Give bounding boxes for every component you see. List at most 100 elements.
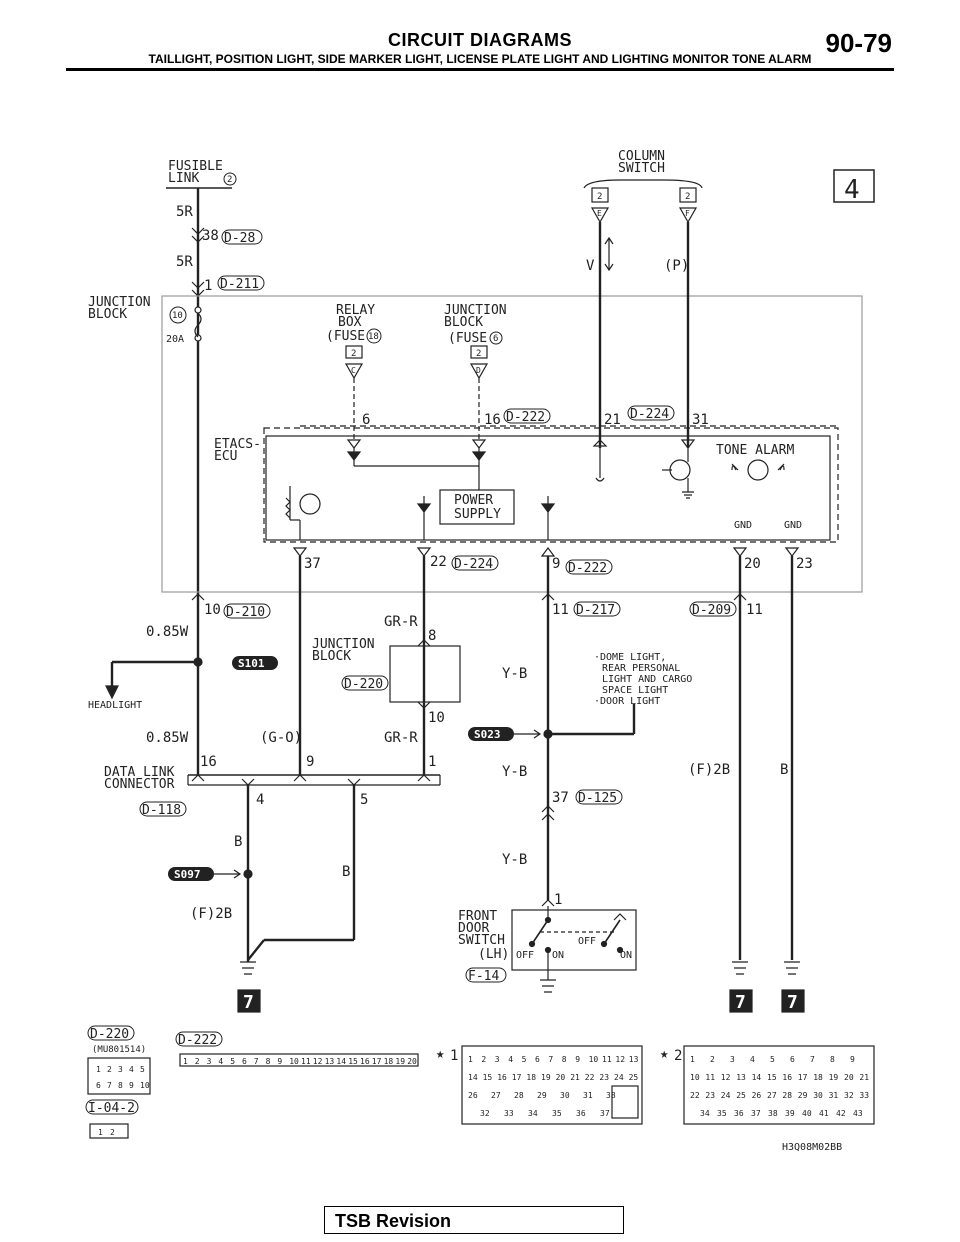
- page-title: CIRCUIT DIAGRAMS: [388, 30, 572, 50]
- d222-pin: 7: [254, 1057, 259, 1066]
- i042-pin: 2: [110, 1128, 115, 1137]
- star1-pin38: [611, 1085, 639, 1119]
- connector-code-pill: [503, 408, 551, 424]
- page-subtitle: TAILLIGHT, POSITION LIGHT, SIDE MARKER L…: [148, 52, 812, 66]
- transistor-2: [299, 493, 321, 515]
- star-ref: 2: [674, 1048, 682, 1064]
- jb-fuse-fuse: (FUSE: [448, 331, 487, 346]
- wire-label: (F)2B: [688, 762, 730, 778]
- dlc-pin: [241, 778, 255, 786]
- connector-code-pill: [341, 675, 389, 691]
- d222-pin: 1: [183, 1057, 188, 1066]
- wire-label: 5R: [176, 204, 193, 220]
- connector-code: D-222: [178, 1033, 217, 1048]
- splice-pill: [168, 867, 214, 881]
- pin-letter: E: [597, 209, 602, 218]
- switch-contact: [600, 940, 608, 948]
- sheet-number: 4: [844, 175, 860, 205]
- wire-label: 0.85W: [146, 624, 189, 640]
- star1-pin: 32: [480, 1109, 490, 1118]
- tone-alarm-label: TONE ALARM: [716, 443, 794, 458]
- star2-pin: 24: [721, 1091, 731, 1100]
- connector-code-pill: [221, 229, 263, 245]
- pin-number: 9: [306, 754, 314, 770]
- star-ref: 1: [450, 1048, 458, 1064]
- gnd-label: GND: [784, 520, 802, 531]
- connector-code-pill: [465, 967, 507, 983]
- wire-label: 5R: [176, 254, 193, 270]
- header-rule: [66, 68, 894, 71]
- off-label: OFF: [578, 936, 596, 947]
- d222-pin: 12: [313, 1057, 323, 1066]
- star1-pin: 28: [514, 1091, 524, 1100]
- connector-code-pill: [87, 1025, 135, 1041]
- switch-contact: [544, 916, 552, 924]
- star1-pin: 9: [575, 1055, 580, 1064]
- star2-pin: 34: [700, 1109, 710, 1118]
- splice-dot: [243, 869, 253, 879]
- pin-triangle: [540, 547, 556, 557]
- connector-chevron: [541, 593, 555, 601]
- star1-pin: 13: [629, 1055, 639, 1064]
- connector-chevron: [417, 701, 431, 709]
- connector-chevron: [613, 913, 627, 921]
- star2-pin: 4: [750, 1055, 755, 1064]
- column-switch-label: SWITCH: [618, 161, 665, 176]
- d220-pin: 4: [129, 1065, 134, 1074]
- buzzer-curves: [731, 465, 785, 471]
- pin-number: 1: [204, 278, 212, 294]
- star2-pin: 11: [705, 1073, 715, 1082]
- box-pin: [470, 345, 488, 359]
- star1-pin: 31: [583, 1091, 593, 1100]
- pin-number: 16: [484, 412, 501, 428]
- star1-pin: 21: [570, 1073, 580, 1082]
- i042-pin: 1: [98, 1128, 103, 1137]
- pin-triangle: [680, 439, 696, 449]
- connector-chevron: [191, 227, 205, 243]
- star2-pin: 38: [768, 1109, 778, 1118]
- star1-pin: 26: [468, 1091, 478, 1100]
- star2-pin: 8: [830, 1055, 835, 1064]
- ground-ref-box: [237, 989, 261, 1013]
- page-number: 90-79: [825, 28, 893, 58]
- star1-pin: 38: [606, 1091, 616, 1100]
- pin-number: 8: [428, 628, 436, 644]
- star1-pin: 4: [508, 1055, 513, 1064]
- pin-number: 16: [200, 754, 217, 770]
- star2-pin: 10: [690, 1073, 700, 1082]
- star2-pin: 5: [770, 1055, 775, 1064]
- star1-pin: 1: [468, 1055, 473, 1064]
- door-switch-label: (LH): [478, 947, 509, 962]
- wire-label: V: [586, 258, 595, 274]
- pin-number: 11: [746, 602, 763, 618]
- on-label: ON: [620, 950, 632, 961]
- star1-pin: 20: [556, 1073, 566, 1082]
- box-pin-label: 2: [476, 349, 481, 359]
- wire-label: Y-B: [502, 852, 527, 868]
- star2-pin: 6: [790, 1055, 795, 1064]
- jb-fuse-label: JUNCTION: [444, 303, 507, 318]
- star2-pin: 25: [736, 1091, 746, 1100]
- door-switch-label: SWITCH: [458, 933, 505, 948]
- circled-number: [169, 306, 187, 324]
- dlc-label: DATA LINK: [104, 765, 175, 780]
- door-switch-label: DOOR: [458, 921, 489, 936]
- connector-code-pill: [85, 1099, 139, 1115]
- star2-pin: 15: [767, 1073, 777, 1082]
- connector-code: D-211: [220, 277, 259, 292]
- gnd-label: GND: [734, 520, 752, 531]
- connector-code: D-222: [506, 410, 545, 425]
- transistor: [669, 459, 691, 481]
- splice-label: S097: [174, 868, 201, 881]
- star1-pin: 27: [491, 1091, 501, 1100]
- pin-number: 37: [552, 790, 569, 806]
- d222-pin: 10: [289, 1057, 299, 1066]
- d222-pin: 11: [301, 1057, 311, 1066]
- wire-label: (P): [664, 258, 689, 274]
- dlc-pin: [191, 774, 205, 782]
- diode: [471, 451, 487, 461]
- star2-pin: 12: [721, 1073, 731, 1082]
- sheet-number-box: [833, 169, 875, 203]
- dome-label: LIGHT AND CARGO: [602, 674, 692, 685]
- star2-pin: 28: [782, 1091, 792, 1100]
